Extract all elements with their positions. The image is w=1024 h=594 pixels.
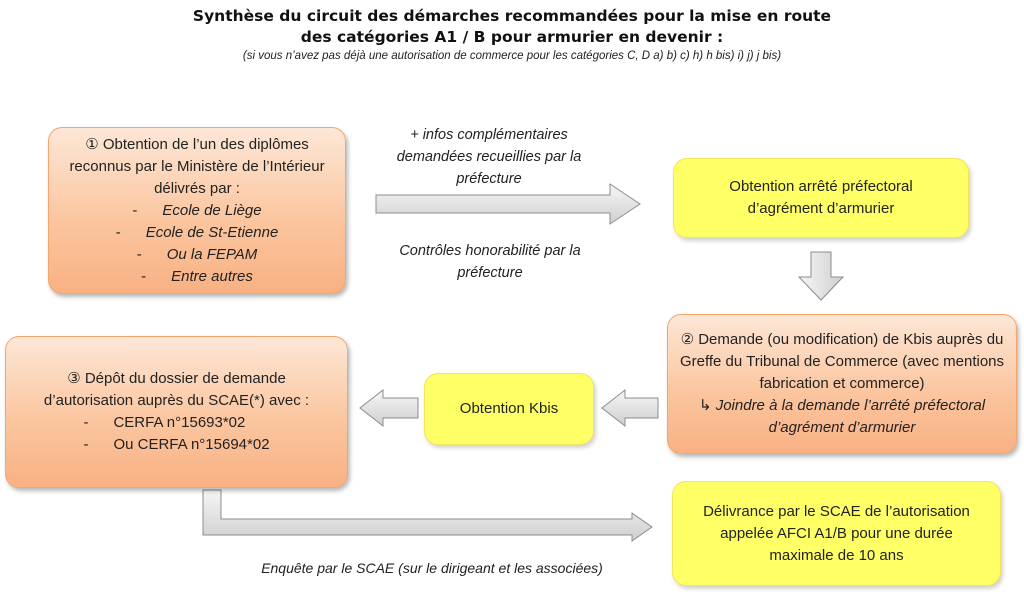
step2-note: ↳ Joindre à la demande l’arrêté préfecto… xyxy=(698,397,986,436)
arrow1-label-above: + infos complémentaires demandées recuei… xyxy=(396,127,582,187)
arrow-right-to-arrete xyxy=(375,183,641,225)
step1-diploma-box: ① Obtention de l’un des diplômes reconnu… xyxy=(48,127,346,294)
arrete-label: Obtention arrêté préfectoral d’agrément … xyxy=(729,178,913,217)
arrow-down-to-kbis-request xyxy=(797,251,845,301)
cerfa-item: -Ou CERFA n°15694*02 xyxy=(83,436,270,453)
arrow-left-to-step3 xyxy=(359,388,419,428)
delivrance-label: Délivrance par le SCAE de l’autorisation… xyxy=(703,502,970,564)
step3-scae-box: ③ Dépôt du dossier de demande d’autorisa… xyxy=(5,336,348,488)
kbis-box: Obtention Kbis xyxy=(424,373,594,445)
step2-heading: ② Demande (ou modification) de Kbis aupr… xyxy=(679,331,1005,392)
diploma-item: -Ecole de Liège xyxy=(132,201,262,219)
enquete-label: Enquête par le SCAE (sur le dirigeant et… xyxy=(261,560,603,576)
title-note: (si vous n’avez pas déjà une autorisatio… xyxy=(242,50,782,62)
step2-kbis-request-box: ② Demande (ou modification) de Kbis aupr… xyxy=(667,314,1017,454)
arrow1-label-below: Contrôles honorabilité par la préfecture xyxy=(399,243,581,281)
diploma-item: -Ecole de St-Etienne xyxy=(115,223,279,241)
arrow-left-to-kbis xyxy=(601,388,659,428)
diploma-list: -Ecole de Liège -Ecole de St-Etienne -Ou… xyxy=(116,200,279,288)
step3-heading: ③ Dépôt du dossier de demande d’autorisa… xyxy=(43,370,310,409)
title-line-1: Synthèse du circuit des démarches recomm… xyxy=(192,7,832,25)
curved-arrow-icon: ↳ xyxy=(698,397,712,414)
step1-heading: ① Obtention de l’un des diplômes reconnu… xyxy=(69,135,325,197)
arrete-box: Obtention arrêté préfectoral d’agrément … xyxy=(673,158,969,238)
cerfa-item: -CERFA n°15693*02 xyxy=(83,414,246,431)
diploma-item: -Ou la FEPAM xyxy=(136,245,258,263)
diploma-item: -Entre autres xyxy=(141,267,253,285)
title-line-2: des catégories A1 / B pour armurier en d… xyxy=(300,28,724,46)
kbis-label: Obtention Kbis xyxy=(459,400,559,417)
cerfa-list: -CERFA n°15693*02 -Ou CERFA n°15694*02 xyxy=(83,412,269,456)
delivrance-box: Délivrance par le SCAE de l’autorisation… xyxy=(672,481,1001,586)
arrow-bent-to-delivrance xyxy=(202,489,653,542)
